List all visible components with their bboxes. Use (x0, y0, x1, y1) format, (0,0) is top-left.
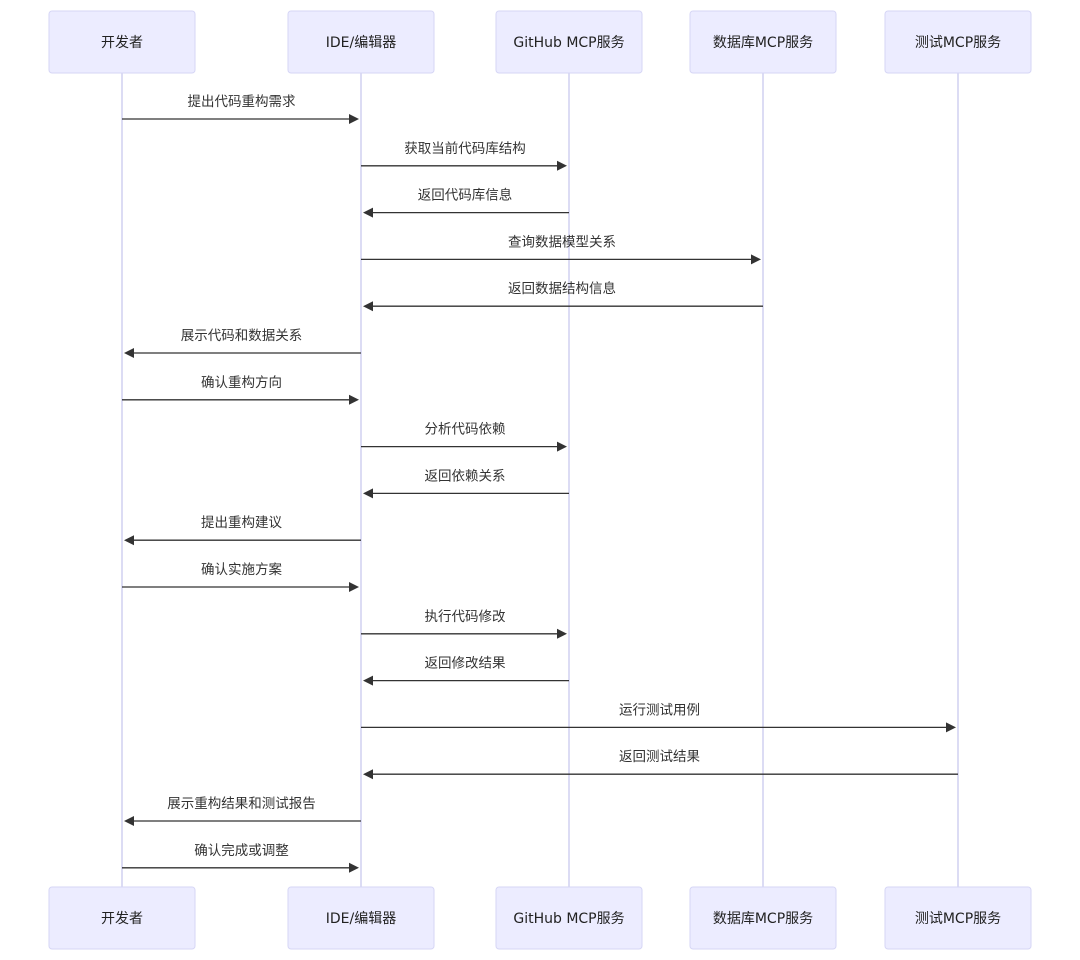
actor-top-dev: 开发者 (48, 10, 196, 74)
message-5: 返回数据结构信息 (363, 280, 763, 312)
message-9: 返回依赖关系 (363, 468, 569, 499)
message-13: 返回修改结果 (363, 656, 569, 686)
arrow-head-icon (751, 254, 761, 265)
actor-bottom-db: 数据库MCP服务 (689, 886, 837, 950)
arrow-head-icon (557, 160, 567, 171)
actor-label: GitHub MCP服务 (513, 35, 624, 51)
arrow-head-icon (363, 207, 373, 218)
message-4: 查询数据模型关系 (361, 234, 761, 265)
message-10: 提出重构建议 (124, 515, 361, 546)
actor-box (495, 10, 643, 74)
actor-label: 测试MCP服务 (915, 911, 1001, 927)
message-1: 提出代码重构需求 (122, 94, 359, 124)
message-12: 执行代码修改 (361, 609, 567, 639)
message-7: 确认重构方向 (122, 375, 359, 405)
message-3: 返回代码库信息 (363, 187, 569, 218)
message-label: 执行代码修改 (425, 609, 506, 625)
actor-label: 开发者 (101, 911, 143, 927)
arrow-head-icon (349, 114, 359, 124)
message-label: 返回代码库信息 (418, 187, 513, 204)
actor-box (287, 886, 435, 950)
arrow-head-icon (349, 862, 359, 873)
message-6: 展示代码和数据关系 (124, 328, 361, 358)
actor-top-ide: IDE/编辑器 (287, 10, 435, 74)
message-label: 确认完成或调整 (194, 843, 289, 859)
actor-box (884, 10, 1032, 74)
actor-label: 数据库MCP服务 (713, 35, 813, 51)
message-label: 展示代码和数据关系 (181, 328, 303, 344)
actor-top-db: 数据库MCP服务 (689, 10, 837, 74)
actor-bottom-github: GitHub MCP服务 (495, 886, 643, 950)
message-16: 展示重构结果和测试报告 (124, 796, 361, 826)
arrow-head-icon (124, 348, 134, 358)
message-label: 获取当前代码库结构 (404, 140, 526, 157)
actor-label: GitHub MCP服务 (513, 911, 624, 927)
actor-box (689, 10, 837, 74)
actor-label: IDE/编辑器 (326, 911, 396, 927)
message-14: 运行测试用例 (361, 702, 956, 733)
message-label: 确认实施方案 (201, 561, 282, 578)
actor-box (689, 886, 837, 950)
message-label: 返回数据结构信息 (508, 280, 616, 297)
arrow-head-icon (557, 628, 567, 639)
actor-label: 开发者 (101, 35, 143, 51)
message-label: 确认重构方向 (201, 375, 282, 391)
message-label: 提出重构建议 (201, 515, 282, 531)
message-label: 展示重构结果和测试报告 (167, 796, 316, 812)
actor-bottom-ide: IDE/编辑器 (287, 886, 435, 950)
arrow-head-icon (363, 675, 373, 686)
message-label: 返回修改结果 (425, 656, 506, 672)
arrow-head-icon (557, 441, 567, 452)
actor-bottom-dev: 开发者 (48, 886, 196, 950)
actor-bottom-test: 测试MCP服务 (884, 886, 1032, 950)
arrow-head-icon (124, 816, 134, 826)
message-11: 确认实施方案 (122, 561, 359, 592)
actor-box (495, 886, 643, 950)
arrow-head-icon (349, 394, 359, 405)
actor-label: 测试MCP服务 (915, 35, 1001, 51)
actor-box (48, 886, 196, 950)
message-label: 运行测试用例 (619, 702, 700, 718)
actor-box (287, 10, 435, 74)
message-label: 分析代码依赖 (425, 422, 506, 438)
message-label: 返回依赖关系 (425, 468, 506, 484)
actor-label: IDE/编辑器 (326, 35, 396, 51)
message-17: 确认完成或调整 (122, 843, 359, 873)
actor-top-test: 测试MCP服务 (884, 10, 1032, 74)
actor-top-github: GitHub MCP服务 (495, 10, 643, 74)
message-15: 返回测试结果 (363, 749, 958, 780)
message-8: 分析代码依赖 (361, 422, 567, 452)
actor-box (48, 10, 196, 74)
arrow-head-icon (124, 535, 134, 546)
message-2: 获取当前代码库结构 (361, 140, 567, 171)
message-label: 提出代码重构需求 (188, 94, 296, 110)
arrow-head-icon (363, 488, 373, 499)
arrow-head-icon (946, 722, 956, 733)
arrow-head-icon (363, 769, 373, 780)
message-label: 查询数据模型关系 (508, 234, 616, 250)
message-label: 返回测试结果 (619, 749, 700, 765)
actor-box (884, 886, 1032, 950)
arrow-head-icon (363, 301, 373, 312)
arrow-head-icon (349, 582, 359, 592)
actor-label: 数据库MCP服务 (713, 911, 813, 927)
